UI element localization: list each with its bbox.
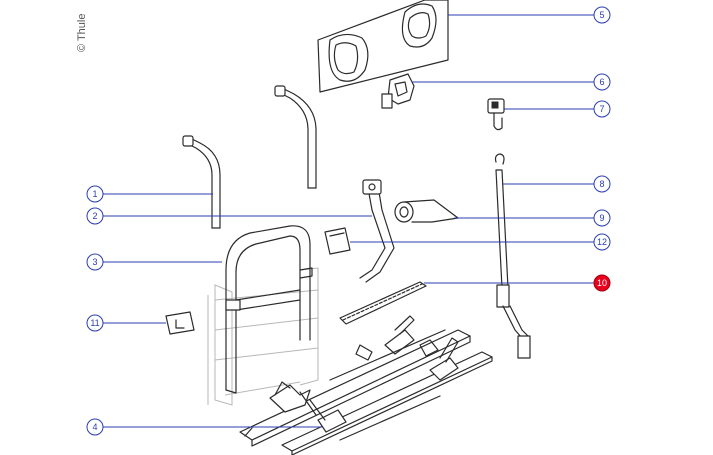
part-12-block xyxy=(324,227,351,255)
svg-text:2: 2 xyxy=(92,211,97,221)
callouts: 1 2 3 4 5 6 7 8 xyxy=(86,6,611,436)
callout-8[interactable]: 8 xyxy=(593,175,611,193)
part-11-plate xyxy=(165,311,195,335)
part-6-clamp xyxy=(381,73,415,109)
callout-11[interactable]: 11 xyxy=(86,314,104,332)
svg-text:10: 10 xyxy=(597,278,607,288)
svg-text:5: 5 xyxy=(599,10,604,20)
part-10-strap xyxy=(339,281,427,325)
callout-6[interactable]: 6 xyxy=(593,73,611,91)
part-3-u-frame xyxy=(225,225,313,394)
part-7-knob xyxy=(487,98,505,131)
svg-text:6: 6 xyxy=(599,77,604,87)
ghost-frame xyxy=(207,267,319,406)
part-2-arm xyxy=(359,179,395,283)
leader-lines xyxy=(103,14,594,428)
callout-1[interactable]: 1 xyxy=(86,185,104,203)
svg-text:11: 11 xyxy=(90,318,99,328)
svg-text:4: 4 xyxy=(92,422,97,432)
part-5-shells xyxy=(317,0,449,93)
callout-9[interactable]: 9 xyxy=(593,209,611,227)
svg-text:3: 3 xyxy=(92,257,97,267)
part-1-tube xyxy=(182,135,221,229)
part-3-upright-tube xyxy=(274,85,317,189)
part-4-rails xyxy=(239,315,493,455)
svg-text:7: 7 xyxy=(599,104,604,114)
svg-text:9: 9 xyxy=(599,213,604,223)
callout-5[interactable]: 5 xyxy=(593,6,611,24)
callout-12[interactable]: 12 xyxy=(593,233,611,251)
callout-7[interactable]: 7 xyxy=(593,100,611,118)
svg-text:12: 12 xyxy=(597,237,607,247)
svg-text:1: 1 xyxy=(92,189,97,199)
callout-3[interactable]: 3 xyxy=(86,253,104,271)
part-9-strap-roll xyxy=(394,199,459,223)
callout-10[interactable]: 10 xyxy=(593,274,611,292)
part-8-rod xyxy=(494,153,531,359)
callout-2[interactable]: 2 xyxy=(86,207,104,225)
svg-text:8: 8 xyxy=(599,179,604,189)
callout-4[interactable]: 4 xyxy=(86,418,104,436)
